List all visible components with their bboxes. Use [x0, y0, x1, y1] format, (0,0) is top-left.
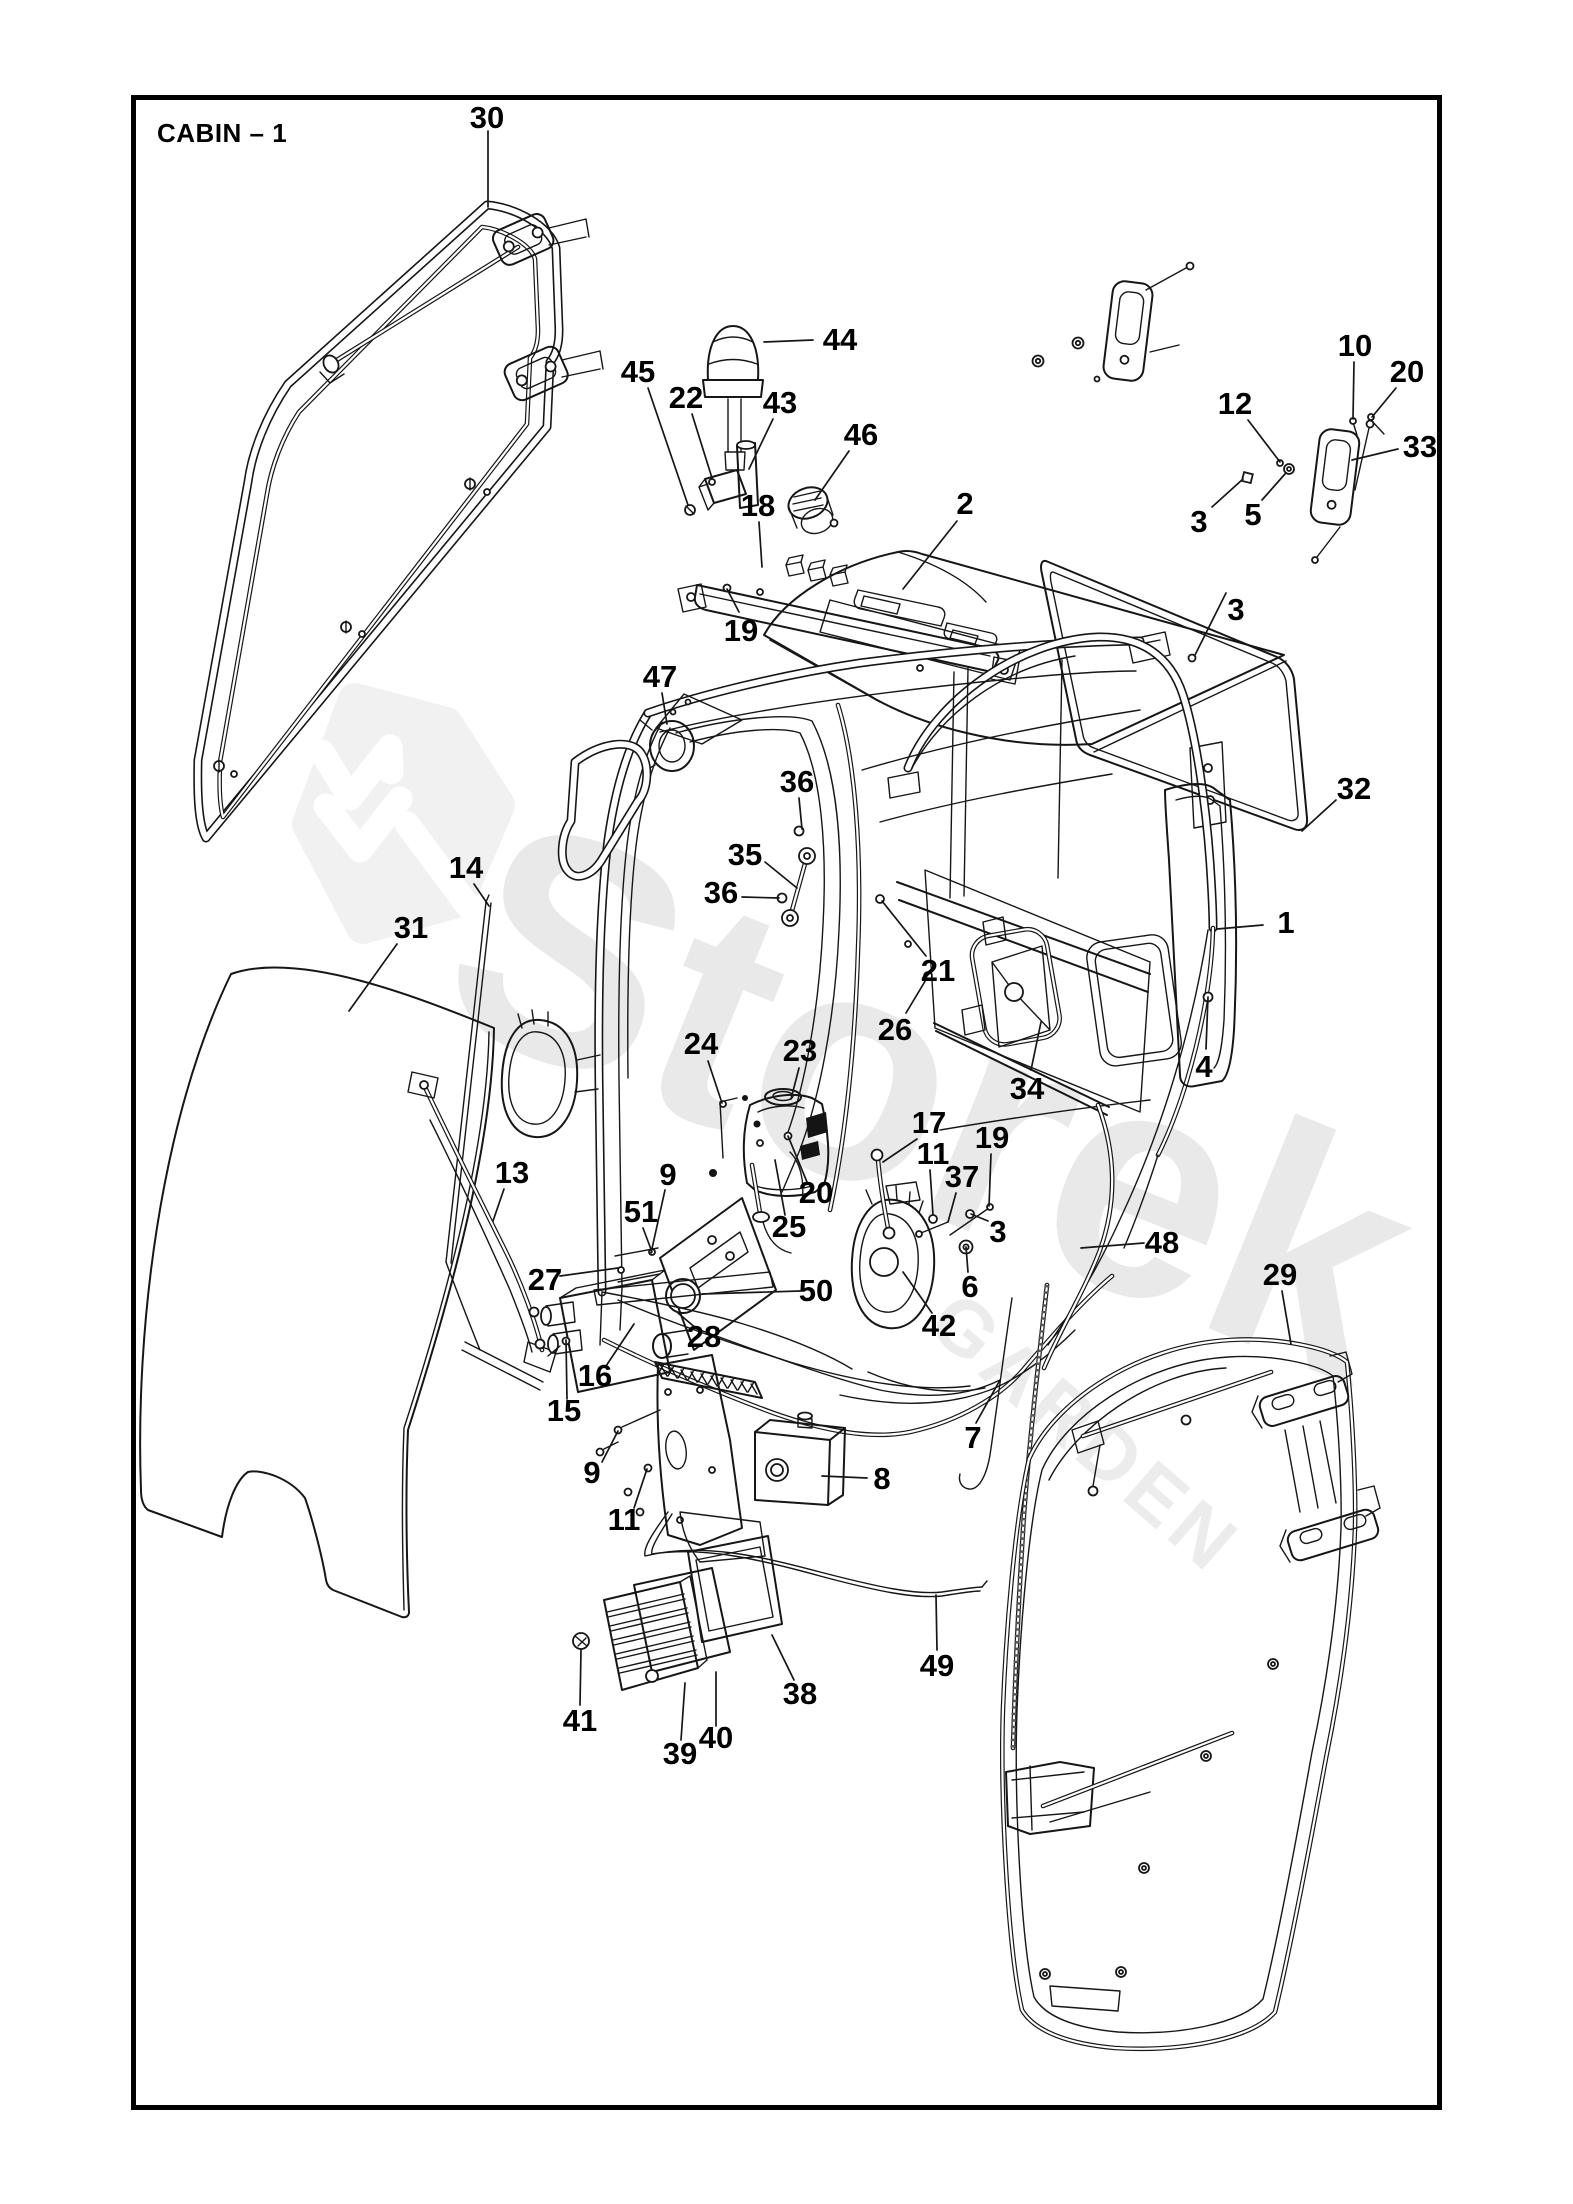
- svg-text:5: 5: [1244, 497, 1261, 532]
- svg-text:36: 36: [780, 764, 814, 799]
- svg-text:3: 3: [1190, 504, 1207, 539]
- svg-text:51: 51: [624, 1194, 658, 1229]
- svg-text:35: 35: [728, 837, 762, 872]
- svg-text:44: 44: [823, 322, 858, 357]
- svg-text:17: 17: [912, 1105, 946, 1140]
- svg-text:21: 21: [921, 953, 955, 988]
- svg-text:24: 24: [684, 1026, 719, 1061]
- svg-text:42: 42: [922, 1308, 956, 1343]
- svg-text:28: 28: [687, 1319, 721, 1354]
- svg-text:23: 23: [783, 1033, 817, 1068]
- svg-text:45: 45: [621, 354, 655, 389]
- svg-text:13: 13: [495, 1155, 529, 1190]
- svg-text:16: 16: [578, 1358, 612, 1393]
- svg-text:32: 32: [1337, 771, 1371, 806]
- svg-text:43: 43: [763, 385, 797, 420]
- svg-text:22: 22: [669, 380, 703, 415]
- svg-text:48: 48: [1145, 1225, 1179, 1260]
- svg-text:40: 40: [699, 1720, 733, 1755]
- svg-text:19: 19: [724, 613, 758, 648]
- svg-text:46: 46: [844, 417, 878, 452]
- svg-text:15: 15: [547, 1393, 581, 1428]
- svg-text:9: 9: [583, 1455, 600, 1490]
- svg-text:33: 33: [1403, 429, 1437, 464]
- svg-text:14: 14: [449, 850, 484, 885]
- svg-text:20: 20: [1390, 354, 1424, 389]
- svg-text:3: 3: [1227, 592, 1244, 627]
- svg-text:2: 2: [956, 486, 973, 521]
- svg-text:39: 39: [663, 1736, 697, 1771]
- svg-text:26: 26: [878, 1012, 912, 1047]
- svg-text:4: 4: [1195, 1049, 1213, 1084]
- svg-text:41: 41: [563, 1703, 597, 1738]
- svg-text:9: 9: [659, 1157, 676, 1192]
- svg-text:11: 11: [917, 1136, 950, 1171]
- svg-text:36: 36: [704, 875, 738, 910]
- svg-text:8: 8: [873, 1461, 890, 1496]
- svg-text:29: 29: [1263, 1257, 1297, 1292]
- svg-text:34: 34: [1010, 1071, 1045, 1106]
- svg-text:10: 10: [1338, 328, 1372, 363]
- svg-text:19: 19: [975, 1120, 1009, 1155]
- svg-text:20: 20: [799, 1175, 833, 1210]
- svg-text:7: 7: [964, 1420, 981, 1455]
- svg-text:38: 38: [783, 1676, 817, 1711]
- svg-text:49: 49: [920, 1648, 954, 1683]
- svg-text:50: 50: [799, 1273, 833, 1308]
- svg-text:6: 6: [961, 1269, 978, 1304]
- svg-text:3: 3: [989, 1214, 1006, 1249]
- svg-text:47: 47: [643, 659, 677, 694]
- svg-text:18: 18: [741, 488, 775, 523]
- svg-text:25: 25: [772, 1209, 806, 1244]
- svg-text:37: 37: [945, 1159, 979, 1194]
- svg-text:30: 30: [470, 100, 504, 135]
- svg-text:11: 11: [608, 1502, 641, 1537]
- svg-text:27: 27: [528, 1262, 562, 1297]
- svg-text:1: 1: [1277, 905, 1294, 940]
- svg-text:12: 12: [1218, 386, 1252, 421]
- svg-text:31: 31: [394, 910, 428, 945]
